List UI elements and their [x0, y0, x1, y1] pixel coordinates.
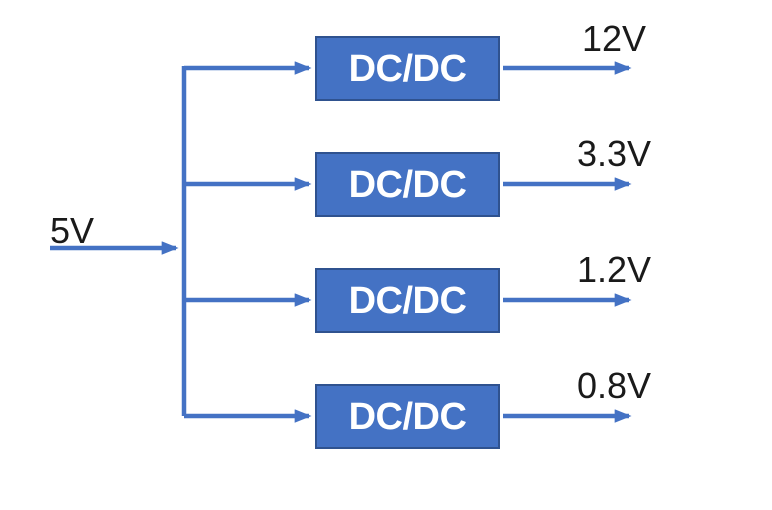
output-voltage-label-2: 3.3V: [576, 133, 652, 174]
dcdc-converter-box-4: DC/DC: [315, 384, 500, 449]
dcdc-box-label: DC/DC: [348, 163, 467, 206]
output-voltage-label-1: 12V: [581, 18, 647, 59]
dcdc-box-label: DC/DC: [348, 395, 467, 438]
input-voltage-label: 5V: [50, 210, 95, 251]
dcdc-converter-box-1: DC/DC: [315, 36, 500, 101]
dcdc-converter-box-2: DC/DC: [315, 152, 500, 217]
output-voltage-label-3: 1.2V: [576, 249, 652, 290]
dcdc-box-label: DC/DC: [348, 279, 467, 322]
output-voltage-label-4: 0.8V: [576, 365, 652, 406]
dcdc-box-label: DC/DC: [348, 47, 467, 90]
dcdc-converter-box-3: DC/DC: [315, 268, 500, 333]
